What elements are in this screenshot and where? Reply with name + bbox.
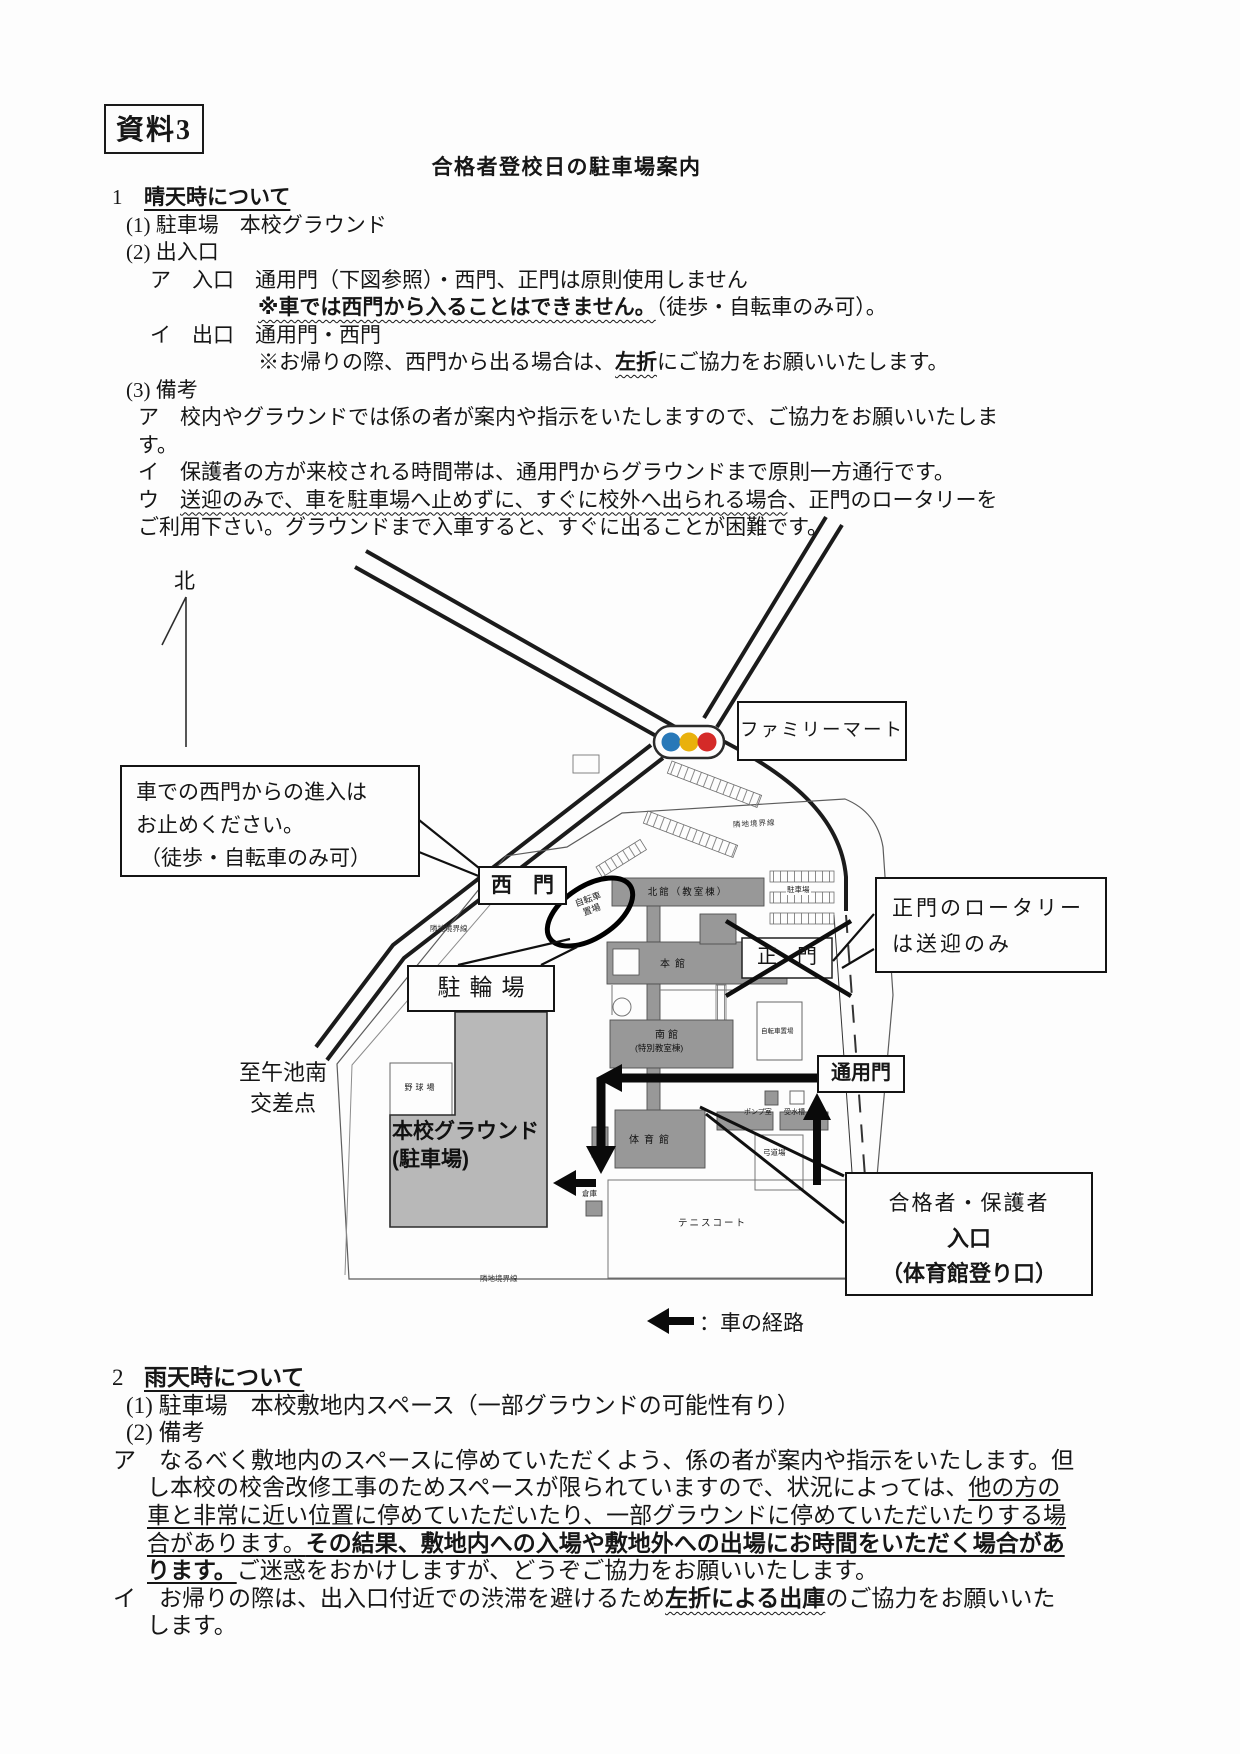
to-intersection-line1: 至午池南 [238,1060,327,1085]
legend-text: ：車の経路 [699,1311,804,1335]
page-title: 合格者登校日の駐車場案内 [431,156,702,179]
remark-i: イ お帰りの際は、出入口付近での渋滞を避けるため左折による出庫のご協力をお願いい… [113,1585,1077,1640]
section-rainy: 2 雨天時について (1) 駐車場 本校敷地内スペース（一部グラウンドの可能性有り… [0,1364,1160,1640]
parking-line: (1) 駐車場 本校敷地内スペース（一部グラウンドの可能性有り） [126,1392,800,1418]
ground-line1: 本校グラウンド [392,1120,539,1143]
remark-a-underlined: 他の方の車と非常に近い位置に停めていただいたり、一部グラウンドに停めていただいた… [147,1475,1067,1556]
parking-strips [595,760,835,1034]
legend-arrow-icon [647,1308,694,1334]
traffic-light-yellow [679,732,699,752]
west-warning-line1: 車での西門からの進入は [136,780,367,804]
parking-line: (1) 駐車場 本校グラウンド [126,212,387,237]
remarks-label: (2) 備考 [126,1420,205,1446]
north-building-label: 北館（教室棟） [647,887,729,898]
west-gate-label: 西 門 [478,866,567,905]
remark-i-pre: イ お帰りの際は、出入口付近での渋滞を避けるため [113,1585,665,1611]
main-building-label: 本館 [660,959,690,970]
remark-i: イ 保護者の方が来校される時間帯は、通用門からグラウンドまで原則一方通行です。 [138,460,955,484]
entrance-line2: 入口 [946,1226,991,1251]
traffic-light-icon [652,724,726,760]
callout-pointers [418,819,875,1225]
parking-lot-label: 駐車場 [786,884,811,895]
south-building-label2: (特別教室棟) [635,1043,684,1053]
boundary-label-1: 隣地境界線 [732,817,776,830]
entry-line: ア 入口 通用門（下図参照）・西門、正門は原則使用しません [150,267,748,292]
ground-label: 本校グラウンド (駐車場) [392,1118,539,1174]
rotary-callout: 正門のロータリー は送迎のみ [875,877,1107,973]
entrance-callout: 合格者・保護者 入口 （体育館登り口） [845,1172,1093,1296]
boundary-label-2: 隣地境界線 [430,924,468,933]
tennis-label: テニスコート [678,1218,748,1229]
service-gate-label: 通用門 [817,1055,905,1093]
entrance-line3: （体育館登り口） [880,1261,1057,1286]
warehouse-label: 倉庫 [582,1189,597,1198]
north-label: 北 [174,569,195,593]
section-heading: 晴天時について [144,186,291,209]
remark-i-emphasis: 左折による出庫 [665,1584,826,1611]
boundary-label-3: 隣地境界線 [480,1274,518,1283]
traffic-light-blue [661,732,681,752]
ground-area [389,1011,548,1228]
exit-note-emphasis: 左折 [615,351,657,374]
bicycle-east-label: 自転車置場 [761,1028,794,1035]
section-sunny: 1 晴天時について (1) 駐車場 本校グラウンド (2) 出入口 ア 入口 通用… [0,184,1160,542]
to-intersection-label: 至午池南 交差点 [200,1057,366,1119]
remark-a-emphasis: その結果、敷地内への入場や敷地外への出場にお時間をいただく場合があります。 [147,1529,1065,1584]
exit-note-post: にご協力をお願いいたします。 [657,350,949,374]
rotary-line1: 正門のロータリー [892,896,1084,920]
traffic-light-red [697,732,717,752]
courtyard [612,948,640,976]
remark-u: ウ 送迎のみで、車を駐車場へ止めずに、すぐに校外へ出られる場合、正門のロータリー… [138,487,1008,542]
remark-i-post: のご協力をお願いいたします。 [147,1585,1056,1639]
remark-u-pre: ウ [138,487,180,512]
tank-label: 受水槽 [784,1109,805,1116]
exit-line: イ 出口 通用門・西門 [150,322,381,347]
remarks-label: (3) 備考 [126,377,198,402]
south-building-label1: 南館 [655,1030,681,1041]
section-number: 1 [112,185,123,209]
kyudo-label: 弓道場 [763,1148,786,1157]
remark-u-post: 、正門のロータリーをご利用下さい。グラウンドまで入車すると、すぐに出ることが困難… [138,487,998,540]
main-gate-label: 正 門 [757,946,817,968]
remark-a: ア 校内やグラウンドでは係の者が案内や指示をいたしますので、ご協力をお願いいたし… [138,405,999,457]
west-gate-warning-callout: 車での西門からの進入は お止めください。 （徒歩・自転車のみ可） [120,765,420,877]
small-building [572,754,600,774]
document-tag: 資料3 [104,104,205,154]
field-outlines [389,1001,805,1116]
ground-line2: (駐車場) [392,1148,469,1171]
north-arrow-icon [161,596,187,747]
rotary-line2: は送迎のみ [892,932,1012,956]
west-warning-line3: （徒歩・自転車のみ可） [140,846,371,870]
gym-label: 体育館 [629,1135,674,1146]
car-route-arrows [553,1064,831,1196]
entry-note-line: ※車では西門から入ることはできません。（徒歩・自転車のみ可）。 [0,294,1160,322]
west-warning-line2: お止めください。 [136,813,304,837]
remark-u-emphasis: 送迎のみで、車を駐車場へ止めずに、すぐに校外へ出られる場合 [180,487,788,512]
section-heading: 雨天時について [144,1364,305,1390]
exit-note-line: ※お帰りの際、西門から出る場合は、左折にご協力をお願いいたします。 [0,349,1160,377]
entry-note-rest: （徒歩・自転車のみ可）。 [655,295,887,319]
campus-map: 北 ファミリーマート 車での西門からの進入は お止めください。 （徒歩・自転車の… [0,515,1240,1355]
baseball-label: 野球場 [404,1083,438,1092]
exit-note-pre: ※お帰りの際、西門から出る場合は、 [258,350,615,374]
section-number: 2 [112,1365,124,1390]
pump-label: ポンプ室 [744,1109,772,1116]
entry-note-emphasis: ※車では西門から入ることはできません。 [258,296,656,319]
remark-a-post: ご迷惑をおかけしますが、どうぞご協力をお願いいたします。 [236,1558,878,1584]
remark-a-pre: ア なるべく敷地内のスペースに停めていただくよう、係の者が案内や指示をいたします… [113,1447,1074,1501]
roads [314,515,848,1062]
section-heading-row: 2 雨天時について [0,1364,1160,1392]
bicycle-area-circle-icon [544,875,636,949]
campus-map-linework [161,515,894,1334]
familymart-label: ファミリーマート [737,701,907,761]
gates-line: (2) 出入口 [126,240,219,264]
section-heading-row: 1 晴天時について [0,184,1160,212]
remark-a: ア なるべく敷地内のスペースに停めていただくよう、係の者が案内や指示をいたします… [113,1447,1077,1585]
bicycle-parking-label: 駐輪場 [407,965,555,1012]
entrance-line1: 合格者・保護者 [888,1191,1050,1215]
to-intersection-line2: 交差点 [249,1091,316,1116]
main-gate-cross-icon [724,919,853,998]
